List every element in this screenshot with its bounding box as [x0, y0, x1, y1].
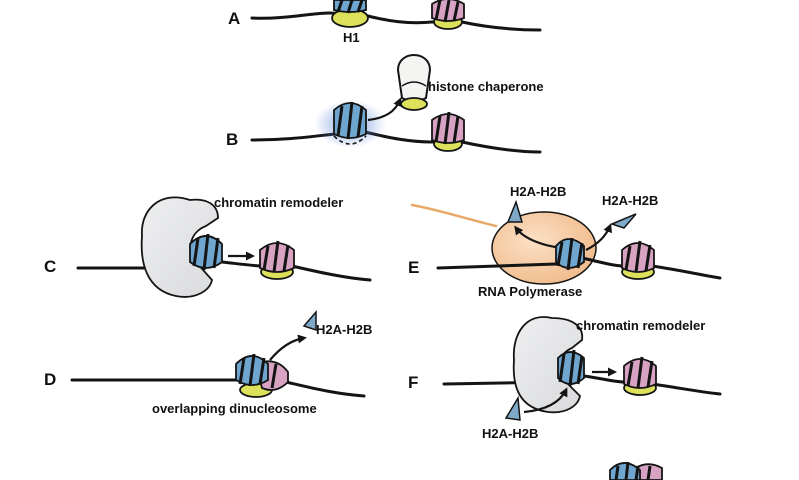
panel-e-letter: E [408, 258, 419, 277]
panel-b-dna [250, 130, 542, 154]
panel-e-arrow-right [585, 223, 612, 251]
panel-f: F chromatin remodeler H2A-H2B [408, 316, 722, 441]
panel-f-nucleosome-blue [557, 349, 585, 387]
panel-c-nucleosome-pink [259, 240, 295, 280]
panel-e-polymerase-label: RNA Polymerase [478, 284, 582, 299]
panel-f-letter: F [408, 373, 418, 392]
panel-e: E H2A-H2B H2A-H2B RNA Polymerase [408, 184, 722, 299]
panel-c: C chromatin remodeler [44, 195, 372, 298]
panel-d: D H2A-H2B overlapping dinucleosome [44, 309, 372, 416]
panel-e-dimer-label-right: H2A-H2B [602, 193, 658, 208]
panel-a-h1-label: H1 [343, 30, 360, 45]
panel-c-letter: C [44, 257, 56, 276]
panel-d-overlapping-dinucleosome [235, 353, 289, 398]
panel-e-dimer-left [506, 199, 524, 223]
panel-d-h2a-h2b-dimer [302, 309, 317, 332]
panel-a-nucleosome-pink [431, 0, 465, 30]
panel-f-insertion-arrow [523, 387, 568, 414]
panel-d-letter: D [44, 370, 56, 389]
panel-b-nucleosome-pink [431, 111, 465, 152]
panel-e-rna-transcript [410, 203, 498, 228]
panel-d-dinucleosome-label: overlapping dinucleosome [152, 401, 317, 416]
panel-d-dna [70, 378, 366, 398]
panel-f-remodeler-label: chromatin remodeler [576, 318, 705, 333]
panel-c-remodeler-label: chromatin remodeler [214, 195, 343, 210]
panel-a-letter: A [228, 9, 240, 28]
panel-a-dna [250, 11, 542, 32]
panel-b-chaperone-label: histone chaperone [428, 79, 544, 94]
panel-b-letter: B [226, 130, 238, 149]
panel-d-eviction-arrow [269, 334, 307, 361]
panel-c-dna [76, 260, 372, 282]
panel-b-arrow-to-chaperone [367, 97, 402, 122]
panel-b-histone-chaperone [396, 54, 432, 111]
panel-e-nucleosome-pink [621, 240, 655, 280]
panel-a-nucleosome-blue [331, 0, 369, 28]
panel-e-dimer-right [609, 213, 637, 229]
panel-f-h2a-h2b-dimer [504, 395, 521, 421]
panel-e-nucleosome-blue [555, 237, 585, 271]
panel-c-nucleosome-blue [189, 233, 223, 271]
panel-f-dimer-label: H2A-H2B [482, 426, 538, 441]
panel-b: B histone chaperone [226, 54, 544, 154]
panel-d-dimer-label: H2A-H2B [316, 322, 372, 337]
panel-a: A H1 [228, 0, 542, 45]
panel-e-dimer-label-left: H2A-H2B [510, 184, 566, 199]
panel-g-partial [609, 461, 663, 480]
panel-c-chromatin-remodeler [140, 196, 219, 298]
panel-f-nucleosome-pink [623, 356, 657, 396]
panel-b-nucleosome-blue [333, 101, 367, 145]
panel-g-dinucleosome-partial [609, 461, 663, 480]
